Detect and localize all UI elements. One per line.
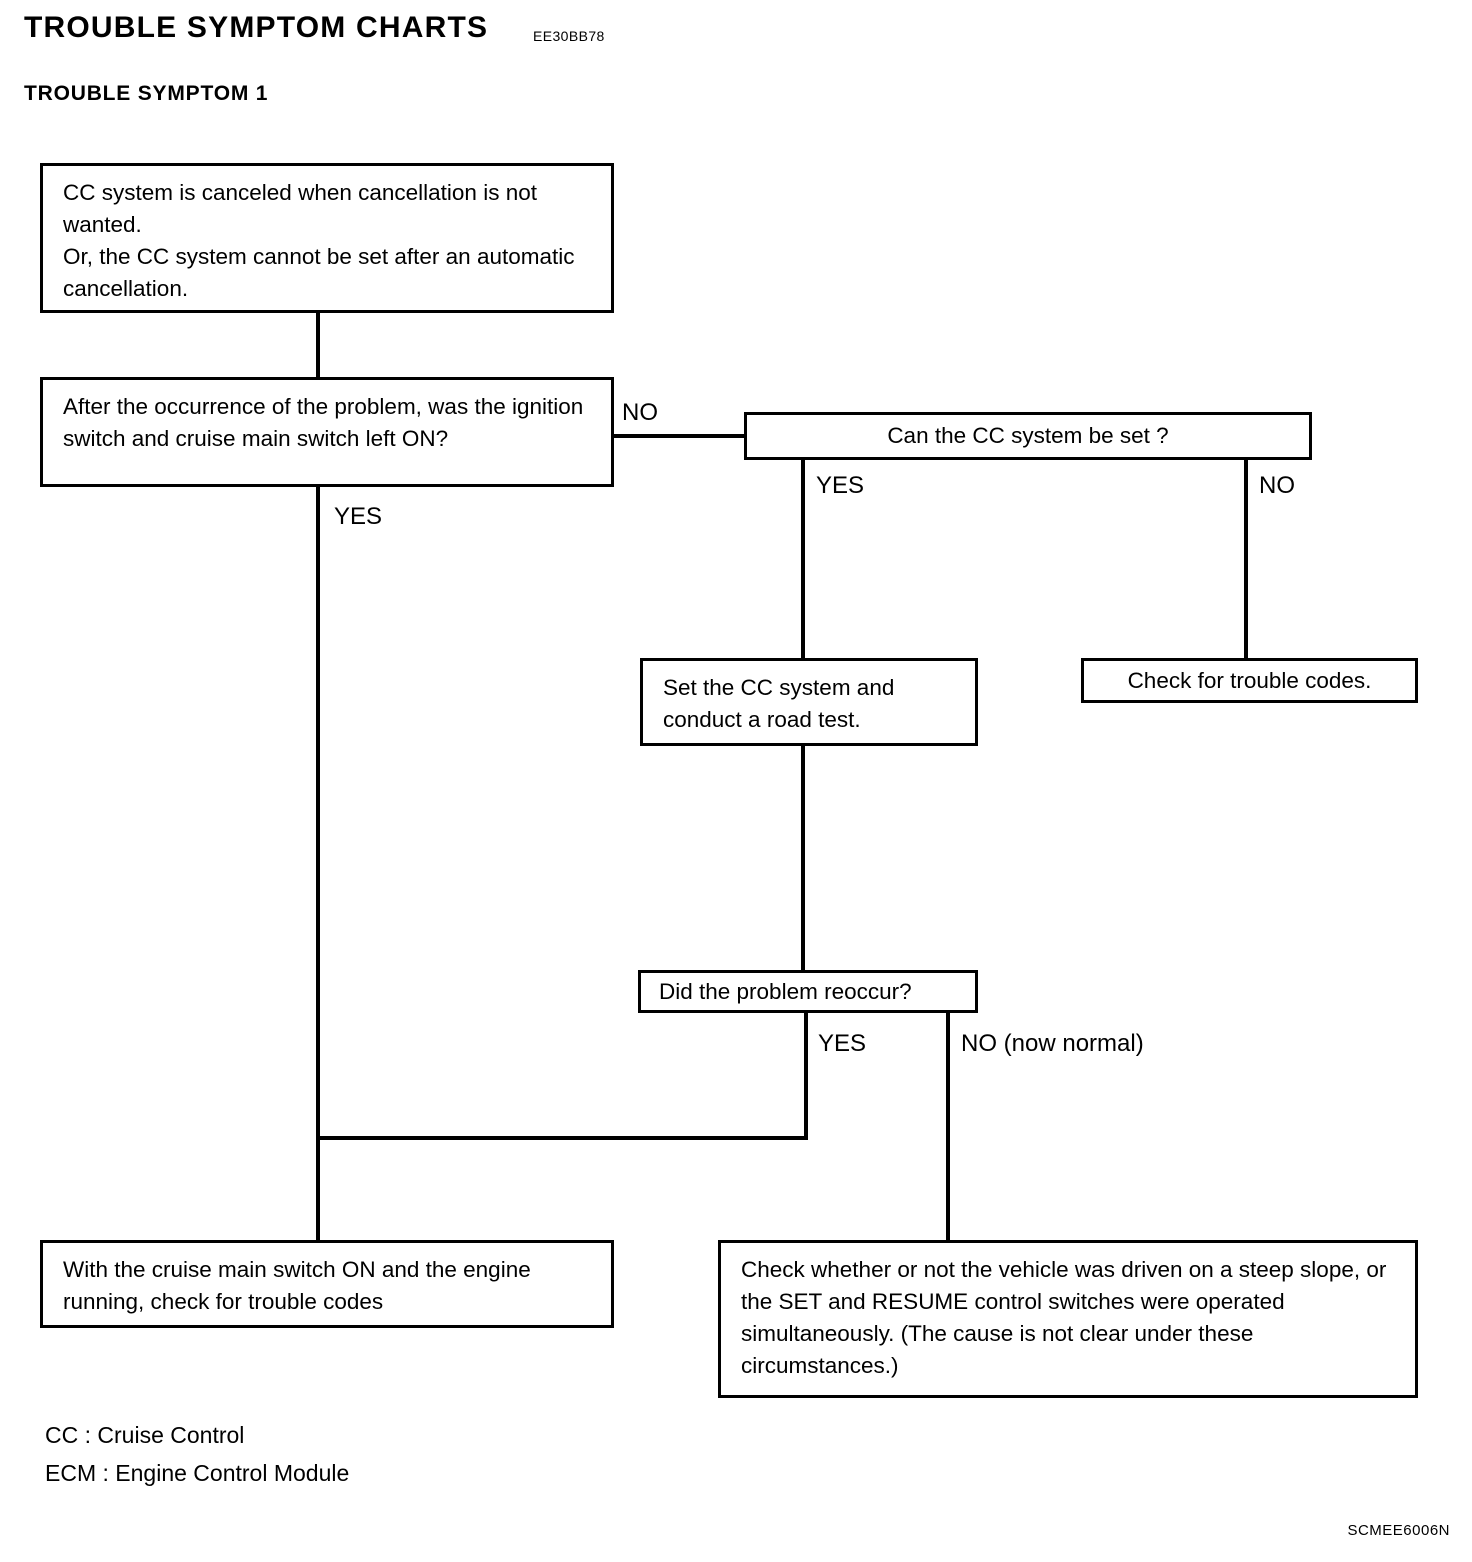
node-question-ignition-switch: After the occurrence of the problem, was… — [40, 377, 614, 487]
legend-separator-ecm: : — [102, 1460, 109, 1486]
legend-separator-cc: : — [84, 1422, 92, 1448]
branch-label-canset-no: NO — [1259, 472, 1295, 499]
connector-ignition-no-to-canset — [612, 434, 746, 438]
branch-label-reoccur-yes: YES — [818, 1030, 867, 1057]
legend-meaning-ecm: Engine Control Module — [115, 1460, 350, 1486]
connector-reoccur-yes-down — [804, 1011, 808, 1140]
branch-label-ignition-no: NO — [622, 399, 658, 426]
branch-label-reoccur-no: NO (now normal) — [961, 1030, 1144, 1057]
branch-label-canset-yes: YES — [816, 472, 865, 499]
node-action-check-trouble-codes-text: Check for trouble codes. — [1127, 667, 1372, 693]
connector-ignition-yes-trunk — [316, 484, 320, 1242]
node-action-steep-slope-check: Check whether or not the vehicle was dri… — [718, 1240, 1418, 1398]
node-question-ignition-switch-text: After the occurrence of the problem, was… — [63, 394, 584, 451]
node-action-set-cc-road-test-text: Set the CC system and conduct a road tes… — [663, 675, 895, 732]
node-question-problem-reoccur-text: Did the problem reoccur? — [659, 978, 912, 1004]
legend-item-cc: CC : Cruise Control — [45, 1424, 244, 1447]
page-title-code: EE30BB78 — [533, 28, 605, 44]
section-title: TROUBLE SYMPTOM 1 — [24, 82, 269, 105]
node-question-can-cc-be-set-text: Can the CC system be set ? — [887, 423, 1169, 449]
legend-item-ecm: ECM : Engine Control Module — [45, 1462, 349, 1485]
connector-symptom-to-ignition — [316, 310, 320, 380]
legend-meaning-cc: Cruise Control — [97, 1422, 245, 1448]
node-action-cruise-switch-on-check: With the cruise main switch ON and the e… — [40, 1240, 614, 1328]
node-question-can-cc-be-set: Can the CC system be set ? — [744, 412, 1312, 460]
legend-abbr-cc: CC — [45, 1422, 79, 1448]
node-question-problem-reoccur: Did the problem reoccur? — [638, 970, 978, 1013]
node-action-set-cc-road-test: Set the CC system and conduct a road tes… — [640, 658, 978, 746]
node-action-steep-slope-check-text: Check whether or not the vehicle was dri… — [741, 1257, 1387, 1378]
node-action-cruise-switch-on-check-text: With the cruise main switch ON and the e… — [63, 1257, 531, 1314]
connector-reoccur-yes-left — [316, 1136, 808, 1140]
connector-roadtest-to-reoccur — [801, 744, 805, 972]
legend-abbr-ecm: ECM — [45, 1460, 97, 1486]
branch-label-ignition-yes: YES — [334, 503, 383, 530]
node-symptom-statement-text: CC system is canceled when cancellation … — [63, 180, 575, 301]
connector-canset-yes — [801, 458, 805, 660]
connector-canset-no — [1244, 458, 1248, 660]
page-title: TROUBLE SYMPTOM CHARTS — [24, 11, 489, 44]
figure-reference-code: SCMEE6006N — [1347, 1522, 1450, 1539]
node-symptom-statement: CC system is canceled when cancellation … — [40, 163, 614, 313]
node-action-check-trouble-codes: Check for trouble codes. — [1081, 658, 1418, 703]
connector-reoccur-no-down — [946, 1011, 950, 1242]
